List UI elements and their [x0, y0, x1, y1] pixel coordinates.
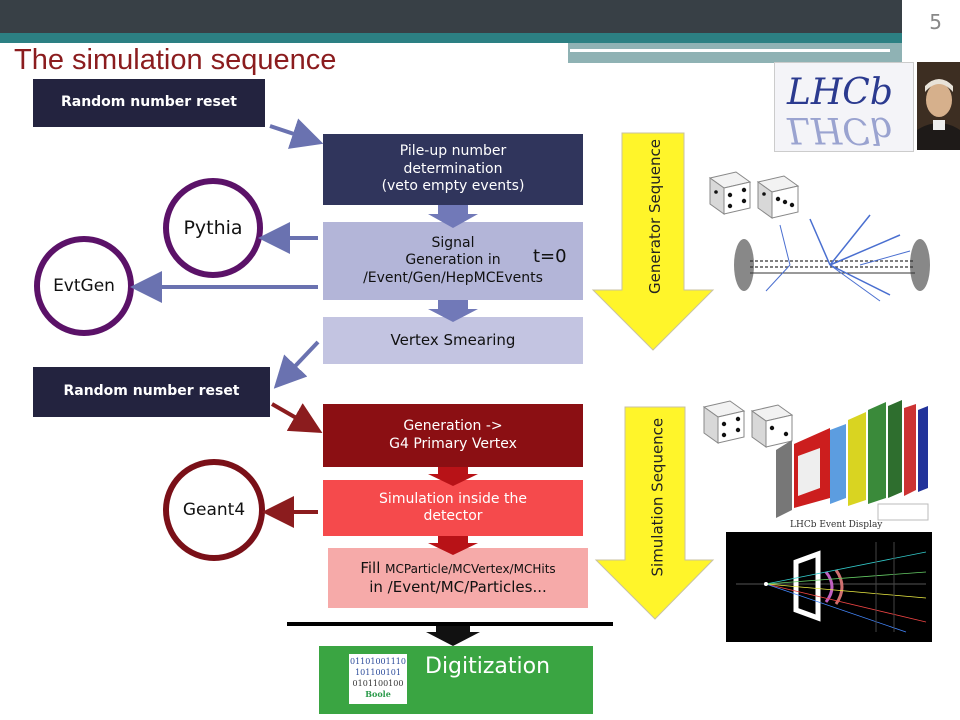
geant4-circle: Geant4 — [163, 459, 265, 561]
slide-title: The simulation sequence — [14, 44, 337, 76]
fill-line-1: Fill MCParticle/MCVertex/MCHits — [360, 559, 555, 578]
lhcb-logo-reflection: LHCb — [787, 109, 893, 150]
number-box — [902, 0, 960, 65]
fill-containers: MCParticle/MCVertex/MCHits — [385, 562, 556, 577]
vertex-smearing-box: Vertex Smearing — [323, 317, 583, 364]
lhcb-logo: LHCb LHCb — [774, 62, 914, 152]
random-number-reset-1: Random number reset — [33, 79, 265, 127]
chevron-pileup-signal — [428, 205, 478, 228]
boole-binary-image: 01101001110 101100101 0101100100 Boole — [349, 654, 407, 704]
binary-row-2: 101100101 — [355, 668, 401, 677]
pythia-label: Pythia — [183, 217, 243, 239]
binary-row-1: 01101001110 — [350, 657, 406, 666]
slide-number: 5 — [929, 10, 942, 34]
inside-line-2: detector — [423, 508, 483, 524]
random-number-reset-2: Random number reset — [33, 367, 270, 417]
g4-line-2: G4 Primary Vertex — [389, 435, 517, 452]
arrow-vertex-to-reset2 — [273, 340, 320, 389]
binary-row-3: 0101100100 — [352, 679, 404, 688]
pileup-box: Pile-up number determination (veto empty… — [323, 134, 583, 205]
header-accent-band — [0, 33, 960, 43]
signal-generation-box: Signal Generation in /Event/Gen/HepMCEve… — [323, 222, 583, 300]
dice-icon-simulation — [702, 400, 794, 448]
generator-sequence-label: Generator Sequence — [646, 139, 664, 294]
evtgen-label: EvtGen — [53, 276, 115, 296]
pileup-line-1: Pile-up number — [399, 143, 507, 160]
arrow-reset1-to-pileup — [269, 118, 324, 149]
t0-label: t=0 — [533, 246, 567, 267]
chevron-g4-simulation — [428, 467, 478, 486]
signal-line-1: Signal — [431, 234, 475, 251]
pileup-line-3: (veto empty events) — [381, 178, 525, 195]
collision-event-image — [734, 214, 930, 302]
fill-mcparticles-box: Fill MCParticle/MCVertex/MCHits in /Even… — [328, 548, 588, 608]
header-white-line — [570, 49, 890, 52]
gauss-portrait — [917, 62, 960, 150]
pileup-line-2: determination — [403, 160, 503, 177]
digitization-label: Digitization — [425, 654, 551, 679]
signal-line-3: /Event/Gen/HepMCEvents — [363, 269, 543, 286]
lhcb-logo-text: LHCb — [787, 72, 893, 113]
dice-icon-generator — [708, 171, 800, 219]
header-band — [0, 0, 960, 33]
simulation-inside-detector-box: Simulation inside the detector — [323, 480, 583, 536]
event-display-title: LHCb Event Display — [790, 520, 883, 530]
geant4-label: Geant4 — [182, 500, 246, 520]
chevron-to-digitization — [426, 626, 480, 646]
lhcb-detector-image — [776, 400, 929, 521]
arrow-reset2-to-g4 — [271, 402, 323, 433]
fill-word: Fill — [360, 559, 386, 578]
title-background — [0, 43, 568, 79]
boole-word: Boole — [365, 689, 391, 699]
chevron-signal-vertex — [428, 300, 478, 322]
g4-primary-vertex-box: Generation -> G4 Primary Vertex — [323, 404, 583, 467]
inside-line-1: Simulation inside the — [379, 490, 527, 507]
simulation-sequence-arrow — [594, 406, 715, 620]
lhcb-event-display-image — [726, 532, 932, 642]
simulation-sequence-label: Simulation Sequence — [648, 417, 667, 577]
g4-line-1: Generation -> — [403, 418, 503, 434]
chevron-simulation-fill — [428, 536, 478, 555]
signal-line-2: Generation in — [405, 252, 501, 269]
fill-line-2: in /Event/MC/Particles... — [369, 578, 547, 596]
generator-sequence-arrow — [591, 132, 715, 351]
